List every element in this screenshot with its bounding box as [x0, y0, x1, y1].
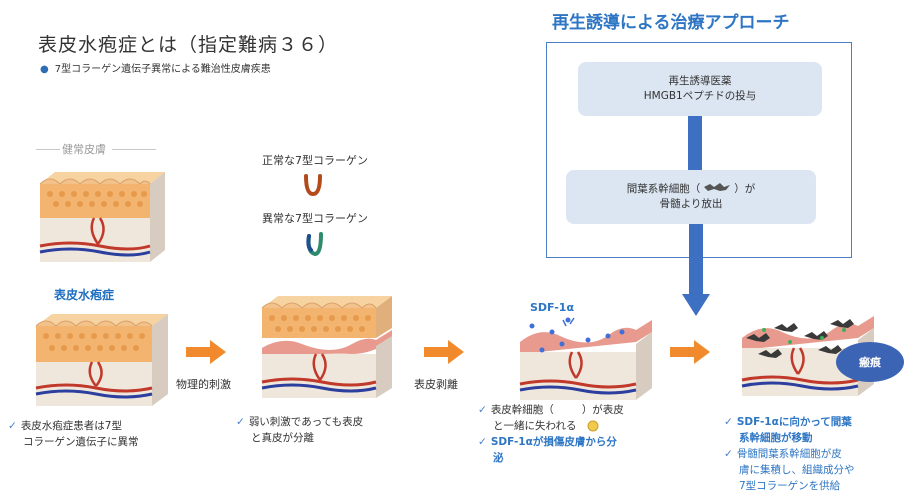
check-icon: ✓ [724, 448, 733, 460]
box2-line-2: 骨髄より放出 [659, 198, 723, 210]
scarring-badge: 瘢痕 [836, 342, 904, 382]
caption-4-line-1: SDF-1αに向かって間葉 [736, 416, 852, 428]
healthy-skin-label: 健常皮膚 [62, 143, 106, 156]
caption-1-line-2: コラーゲン遺伝子に異常 [23, 436, 139, 448]
msc-cell-icon [700, 182, 734, 197]
box1-line-1: 再生誘導医薬 [668, 75, 732, 87]
caption-2-line-1: 弱い刺激であっても表皮 [248, 416, 364, 428]
box2-line-1a: 間葉系幹細胞（ [626, 183, 701, 195]
caption-1-line-1: 表皮水疱症患者は7型 [20, 420, 122, 432]
page-title: 表皮水疱症とは（指定難病３６） [38, 34, 339, 56]
down-arrow-icon [682, 224, 710, 316]
normal-collagen-label: 正常な7型コラーゲン [262, 154, 368, 167]
caption-4-line-5: 7型コラーゲンを供給 [739, 480, 841, 492]
box1-line-2: HMGB1ペプチドの投与 [643, 90, 757, 102]
caption-3-line-4: 泌 [493, 452, 504, 464]
healthy-skin-illustration [39, 172, 165, 262]
subtitle: ● 7型コラーゲン遺伝子異常による難治性皮膚疾患 [40, 60, 271, 75]
normal-collagen-icon [304, 174, 322, 197]
caption-4-line-4: 膚に集積し、組織成分や [739, 464, 855, 476]
caption-2-line-2: と真皮が分離 [251, 432, 314, 444]
epidermal-detachment-label: 表皮剥離 [414, 378, 458, 391]
box2-line-1b: ）が [734, 183, 756, 195]
caption-3-line-2: と一緒に失われる [493, 420, 577, 432]
caption-3-line-1b: ）が表皮 [581, 404, 624, 416]
approach-title: 再生誘導による治療アプローチ [552, 13, 790, 33]
caption-3-line-3: SDF-1αが損傷皮膚から分 [490, 436, 617, 448]
check-icon: ✓ [724, 416, 733, 428]
arrow-icon [424, 340, 464, 364]
connector-bar [688, 116, 702, 170]
msc-release-box: 間葉系幹細胞（ ）が 骨髄より放出 [566, 170, 816, 224]
label-rule-right [112, 149, 156, 150]
caption-4-line-2: 系幹細胞が移動 [739, 432, 813, 444]
caption-3-line-1a: 表皮幹細胞（ [490, 404, 554, 416]
abnormal-collagen-icon [306, 232, 323, 257]
stem-cell-icon [587, 420, 599, 432]
caption-msc-migration: ✓SDF-1αに向かって間葉 系幹細胞が移動 ✓骨髄間葉系幹細胞が皮 膚に集積し… [724, 414, 855, 494]
physical-stimulus-label: 物理的刺激 [176, 378, 231, 391]
abnormal-collagen-label: 異常な7型コラーゲン [262, 212, 368, 225]
caption-stem-cells: ✓表皮幹細胞（）が表皮 と一緒に失われる ✓SDF-1αが損傷皮膚から分 泌 [478, 402, 624, 466]
healing-skin-illustration [741, 316, 874, 396]
caption-separation: ✓弱い刺激であっても表皮 と真皮が分離 [236, 414, 363, 446]
check-icon: ✓ [478, 436, 487, 448]
separated-skin-illustration [261, 296, 392, 398]
caption-eb-patients: ✓表皮水疱症患者は7型 コラーゲン遺伝子に異常 [8, 418, 139, 450]
damaged-skin-illustration [519, 317, 652, 400]
arrow-icon [670, 340, 710, 364]
caption-4-line-3: 骨髄間葉系幹細胞が皮 [736, 448, 842, 460]
label-rule-left [36, 149, 60, 150]
eb-label: 表皮水疱症 [54, 288, 115, 302]
check-icon: ✓ [236, 416, 245, 428]
check-icon: ✓ [478, 404, 487, 416]
eb-skin-illustration [35, 314, 168, 406]
sdf-label: SDF-1α [530, 301, 575, 314]
bullet-icon: ● [40, 64, 49, 75]
subtitle-text: 7型コラーゲン遺伝子異常による難治性皮膚疾患 [54, 64, 271, 75]
regenerative-drug-box: 再生誘導医薬 HMGB1ペプチドの投与 [578, 62, 822, 116]
arrow-icon [186, 340, 226, 364]
check-icon: ✓ [8, 420, 17, 432]
